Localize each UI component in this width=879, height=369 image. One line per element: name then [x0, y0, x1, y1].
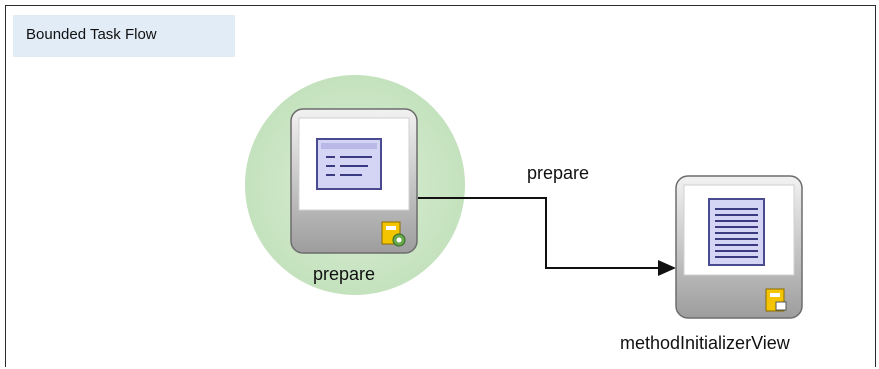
diagram-title: Bounded Task Flow: [26, 26, 157, 43]
node-label-methodInitializerView: methodInitializerView: [620, 333, 790, 353]
diagram-title-box: [13, 15, 235, 57]
edge-arrowhead: [658, 260, 676, 276]
node-methodInitializerView[interactable]: [675, 175, 803, 319]
node-label-prepare: prepare: [313, 264, 376, 284]
edge-label-prepare: prepare: [527, 163, 590, 183]
edge-line[interactable]: [418, 197, 662, 269]
method-call-icon: [316, 138, 382, 190]
view-page-icon: [708, 198, 765, 266]
edge-prepare[interactable]: [418, 197, 676, 276]
node-prepare[interactable]: [290, 108, 418, 254]
diagram-frame: [5, 5, 876, 367]
method-call-badge-icon: [381, 221, 406, 247]
view-badge-icon: [765, 288, 787, 312]
